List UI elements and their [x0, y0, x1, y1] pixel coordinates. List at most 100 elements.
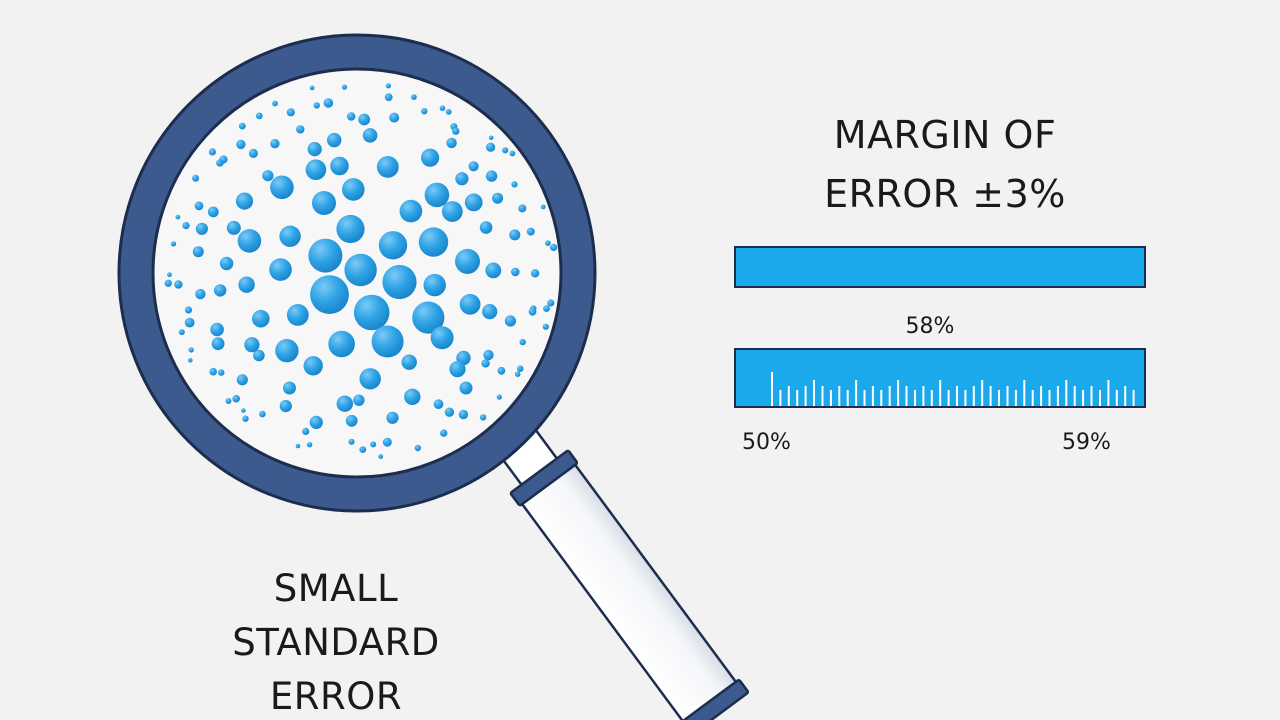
sample-bubble — [540, 204, 546, 210]
sample-bubble — [411, 94, 417, 100]
sample-bubble — [184, 317, 195, 328]
range-scale-ticks — [771, 372, 1135, 406]
sample-bubble — [359, 368, 381, 390]
sample-bubble — [418, 227, 449, 257]
scale-left-label: 50% — [742, 430, 791, 455]
caption-line-3: ERROR — [269, 675, 403, 718]
sample-bubble — [345, 414, 358, 427]
sample-bubble — [272, 100, 278, 107]
sample-bubble — [358, 113, 371, 126]
sample-bubble — [389, 112, 400, 123]
sample-bubble — [286, 304, 309, 326]
sample-bubble — [481, 359, 490, 368]
sample-bubble — [341, 84, 348, 90]
sample-bubble — [305, 159, 327, 180]
sample-bubble — [306, 442, 313, 448]
sample-bubble — [217, 369, 225, 376]
estimate-bar — [734, 246, 1146, 288]
sample-bubble — [248, 148, 258, 158]
sample-bubble — [452, 127, 460, 135]
sample-bubble — [237, 229, 262, 253]
sample-bubble — [348, 438, 355, 445]
sample-bubble — [401, 354, 417, 370]
sample-bubble — [328, 330, 355, 358]
sample-bubble — [244, 337, 260, 353]
sample-bubble — [547, 299, 555, 307]
sample-bubble — [384, 93, 393, 102]
sample-bubble — [275, 339, 299, 363]
sample-bubble — [509, 150, 516, 157]
sample-bubble — [421, 108, 428, 115]
sample-bubble — [323, 98, 334, 108]
heading-line-1: MARGIN OF — [833, 113, 1057, 157]
sample-bubble — [192, 246, 204, 258]
sample-bubble — [251, 309, 270, 328]
sample-bubble — [421, 148, 440, 167]
sample-bubble — [192, 174, 200, 182]
sample-bubble — [235, 192, 254, 210]
sample-bubble — [399, 199, 423, 223]
sample-bubble — [347, 112, 356, 121]
sample-bubble — [378, 231, 408, 260]
sample-bubbles — [164, 83, 558, 459]
sample-bubble — [309, 415, 323, 429]
sample-bubble — [433, 399, 444, 410]
sample-bubble — [296, 125, 305, 134]
sample-bubble — [259, 410, 266, 418]
sample-bubble — [446, 137, 457, 149]
sample-bubble — [175, 214, 181, 220]
sample-bubble — [514, 371, 521, 378]
sample-bubble — [468, 161, 479, 172]
sample-bubble — [430, 326, 454, 350]
sample-bubble — [219, 256, 234, 271]
sample-bubble — [459, 293, 481, 315]
caption-line-2: STANDARD — [232, 621, 440, 664]
sample-bubble — [219, 155, 228, 164]
sample-bubble — [492, 192, 504, 204]
sample-bubble — [307, 142, 322, 157]
sample-bubble — [464, 193, 483, 212]
sample-bubble — [211, 337, 225, 351]
sample-bubble — [423, 273, 446, 297]
sample-bubble — [545, 240, 551, 246]
sample-bubble — [378, 454, 384, 459]
sample-bubble — [182, 222, 190, 230]
sample-bubble — [519, 338, 526, 346]
sample-bubble — [445, 109, 452, 115]
sample-bubble — [344, 253, 377, 287]
sample-bubble — [412, 301, 445, 334]
sample-bubble — [550, 243, 558, 251]
sample-bubble — [214, 284, 227, 297]
sample-bubble — [286, 108, 295, 117]
sample-bubble — [195, 288, 206, 300]
sample-bubble — [382, 437, 392, 447]
sample-bubble — [225, 398, 232, 404]
sample-bubble — [279, 225, 301, 247]
sample-bubble — [242, 415, 249, 422]
sample-bubble — [441, 201, 463, 222]
sample-bubble — [488, 135, 494, 141]
sample-bubble — [255, 112, 263, 120]
sample-bubble — [486, 142, 496, 152]
sample-bubble — [262, 170, 274, 182]
sample-bubble — [308, 238, 343, 273]
sample-bubble — [485, 170, 498, 182]
sample-bubble — [188, 358, 193, 363]
sample-bubble — [530, 269, 540, 278]
sample-bubble — [455, 248, 480, 274]
sample-bubble — [313, 102, 320, 109]
sample-bubble — [312, 191, 336, 215]
range-scale-bar — [734, 348, 1146, 408]
sample-bubble — [295, 443, 301, 449]
sample-bubble — [511, 267, 520, 277]
sample-bubble — [327, 132, 342, 148]
sample-bubble — [253, 349, 265, 362]
sample-bubble — [310, 275, 349, 314]
sample-bubble — [208, 148, 216, 156]
sample-bubble — [283, 381, 296, 395]
heading-line-2: ERROR ±3% — [824, 172, 1066, 216]
sample-bubble — [479, 221, 493, 234]
sample-bubble — [309, 85, 315, 91]
